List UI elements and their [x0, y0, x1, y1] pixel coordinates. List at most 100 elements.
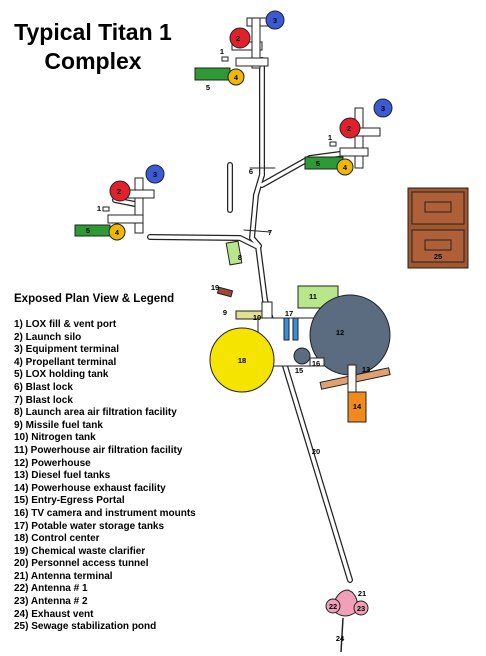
label-7: 7	[268, 228, 272, 237]
legend-item: 3) Equipment terminal	[14, 344, 120, 356]
label-19: 19	[211, 283, 219, 292]
label-13: 13	[362, 365, 370, 374]
lox-fill-port	[102, 206, 110, 212]
control-center	[209, 327, 275, 393]
title-line-1: Typical Titan 1	[14, 19, 172, 45]
legend-item: 22) Antenna # 1	[14, 583, 88, 595]
legend-item: 7) Blast lock	[14, 394, 73, 406]
label-5: 5	[86, 226, 90, 235]
antenna-1	[325, 598, 341, 614]
label-18: 18	[238, 356, 246, 365]
legend-item: 4) Propellant terminal	[14, 356, 117, 368]
silo-complex-c	[74, 164, 165, 241]
legend-item: 16) TV camera and instrument mounts	[14, 507, 196, 519]
antenna-2	[353, 600, 369, 616]
legend-item: 11) Powerhouse air filtration facility	[14, 444, 183, 456]
label-5: 5	[206, 83, 210, 92]
label-15: 15	[295, 366, 303, 375]
label-3: 3	[273, 16, 277, 25]
label-9: 9	[223, 308, 227, 317]
label-1: 1	[328, 133, 332, 142]
sewage-pond-inner-2	[424, 239, 452, 251]
label-4: 4	[343, 163, 348, 172]
legend-item: 1) LOX fill & vent port	[14, 319, 117, 330]
label-21: 21	[358, 589, 366, 598]
label-6: 6	[249, 167, 253, 176]
chemical-waste-clarifier	[216, 286, 234, 298]
sewage-pond	[407, 187, 469, 269]
silo-complex-b	[304, 98, 393, 176]
label-2: 2	[347, 124, 351, 133]
propellant-terminal	[336, 158, 354, 176]
legend-item: 8) Launch area air filtration facility	[14, 407, 177, 419]
legend-item: 24) Exhaust vent	[14, 608, 94, 620]
lox-holding-tank	[194, 67, 231, 81]
legend-item: 9) Missile fuel tank	[14, 419, 103, 431]
label-3: 3	[153, 170, 157, 179]
equipment-terminal	[373, 98, 393, 118]
legend-item: 10) Nitrogen tank	[14, 432, 96, 444]
label-14: 14	[353, 402, 362, 411]
label-11: 11	[309, 292, 317, 301]
launch-silo	[339, 117, 361, 139]
sewage-pond-cell-2	[411, 229, 465, 263]
map-labels: 2 3 4 5 1 2 3 4 5 1 2 3 4 5 1 6 7 8 9 10…	[86, 16, 442, 643]
exhaust-duct	[347, 364, 357, 394]
legend-item: 6) Blast lock	[14, 381, 73, 393]
entry-egress-portal	[293, 347, 311, 365]
label-23: 23	[357, 604, 365, 613]
water-tank-a	[283, 317, 290, 341]
legend-item: 19) Chemical waste clarifier	[14, 545, 146, 557]
legend-item: 14) Powerhouse exhaust facility	[14, 482, 166, 494]
label-22: 22	[329, 602, 337, 611]
tunnel-segment	[354, 107, 364, 169]
legend-item: 13) Diesel fuel tanks	[14, 470, 111, 482]
sewage-pond-cell-1	[411, 191, 465, 225]
label-8: 8	[238, 253, 242, 262]
tunnel-segment	[134, 177, 144, 234]
antenna-area	[325, 589, 369, 653]
propellant-terminal	[108, 223, 126, 241]
legend-heading: Exposed Plan View & Legend	[14, 293, 175, 305]
label-12: 12	[336, 328, 344, 337]
equipment-terminal	[265, 10, 285, 30]
label-17: 17	[285, 309, 293, 318]
label-4: 4	[115, 228, 120, 237]
legend-item: 2) Launch silo	[14, 331, 82, 343]
label-25: 25	[434, 252, 442, 261]
tunnel-segment	[251, 17, 261, 69]
water-tank-b	[292, 317, 299, 341]
legend-item: 17) Potable water storage tanks	[14, 520, 165, 532]
diagram-title: Typical Titan 1 Complex	[8, 18, 178, 76]
powerhouse-exhaust-facility	[347, 391, 367, 423]
tunnel-segment	[339, 147, 369, 157]
tunnel-segment	[235, 57, 269, 67]
tv-camera-mounts	[309, 357, 325, 367]
tunnel-segment	[107, 214, 144, 224]
launch-area-air-filtration	[225, 240, 243, 266]
label-16: 16	[312, 359, 320, 368]
equipment-terminal	[145, 164, 165, 184]
powerhouse-area	[209, 240, 391, 423]
lox-fill-port	[221, 56, 229, 62]
label-20: 20	[312, 447, 320, 456]
legend-item: 18) Control center	[14, 533, 100, 545]
label-1: 1	[97, 204, 101, 213]
exhaust-vent	[340, 617, 344, 653]
silo-complex-a	[194, 10, 285, 86]
propellant-terminal	[227, 68, 245, 86]
label-4: 4	[234, 73, 239, 82]
label-2: 2	[236, 34, 240, 43]
lox-fill-port	[329, 141, 337, 147]
launch-silo	[229, 27, 251, 49]
label-2: 2	[117, 187, 121, 196]
legend-item: 25) Sewage stabilization pond	[14, 621, 157, 633]
legend-item: 12) Powerhouse	[14, 457, 91, 469]
sewage-pond-inner-1	[424, 201, 452, 213]
label-5: 5	[316, 159, 320, 168]
nitrogen-tank	[261, 301, 273, 319]
lox-holding-tank	[74, 224, 111, 237]
label-24: 24	[336, 634, 345, 643]
